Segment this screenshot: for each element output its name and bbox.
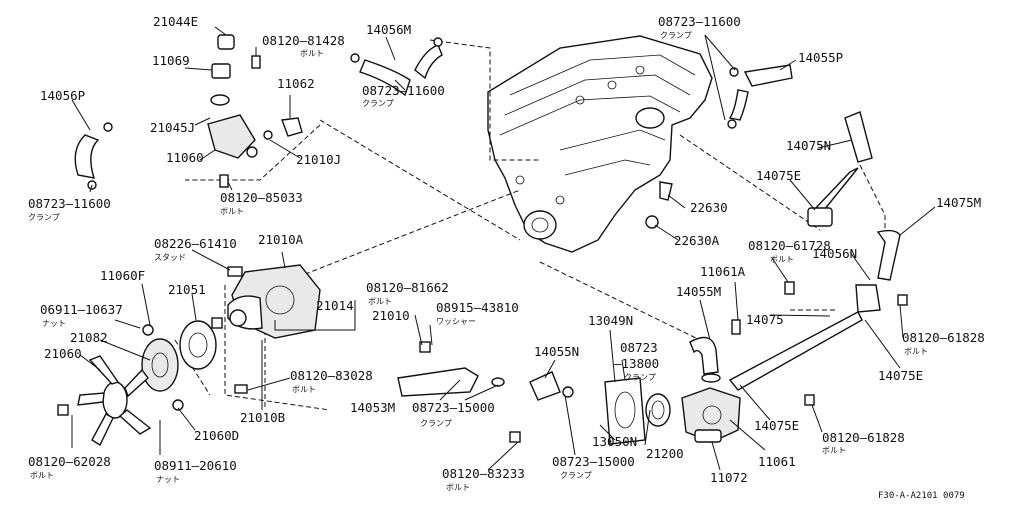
label-08120-61828-b: 08120–61828 [822,430,905,445]
label-08723-11600-c: 08723–11600 [658,14,741,29]
label-14056M: 14056M [366,22,411,37]
label-08120-83028: 08120–83028 [290,368,373,383]
label-clamp-c: クランプ [660,31,692,40]
label-21014: 21014 [316,298,354,313]
label-21060: 21060 [44,346,82,361]
label-14055P: 14055P [798,50,843,65]
label-clamp-b: クランプ [362,99,394,108]
label-14056N: 14056N [812,246,857,261]
label-clamp-f: クランプ [560,471,592,480]
label-bolt-f: ボルト [368,297,392,306]
label-13800: –13800 [614,356,659,371]
label-bolt-c: ボルト [770,255,794,264]
label-08915-43810: 08915–43810 [436,300,519,315]
label-08911-20610: 08911–20610 [154,458,237,473]
label-21010: 21010 [372,308,410,323]
label-22630A: 22630A [674,233,720,248]
label-22630: 22630 [690,200,728,215]
label-11061: 11061 [758,454,796,469]
label-bolt-d: ボルト [904,347,928,356]
label-bolt-b: ボルト [220,207,244,216]
label-08723-15000-a: 08723–15000 [412,400,495,415]
label-14075: 14075 [746,312,784,327]
label-08723-11600-a: 08723–11600 [28,196,111,211]
label-08120-61828-a: 08120–61828 [902,330,985,345]
label-11062: 11062 [277,76,315,91]
label-bolt-g: ボルト [292,385,316,394]
label-14075N: 14075N [786,138,831,153]
label-21044E: 21044E [153,14,198,29]
label-08120-83233: 08120–83233 [442,466,525,481]
label-21200: 21200 [646,446,684,461]
label-11069: 11069 [152,53,190,68]
label-14075E-b: 14075E [878,368,923,383]
label-14055M: 14055M [676,284,721,299]
label-11061A: 11061A [700,264,746,279]
label-11060: 11060 [166,150,204,165]
label-nut-a: ナット [42,319,66,328]
part-labels: 21044E 11069 14056P 21045J 11060 08723–1… [28,14,985,501]
label-08120-62028: 08120–62028 [28,454,111,469]
label-21060D: 21060D [194,428,239,443]
label-08120-61728: 08120–61728 [748,238,831,253]
label-bolt-h: ボルト [446,483,470,492]
label-13049N: 13049N [588,313,633,328]
label-11060F: 11060F [100,268,145,283]
label-13050N: 13050N [592,434,637,449]
label-08120-81428: 08120–81428 [262,33,345,48]
label-clamp-e: クランプ [420,419,452,428]
leader-lines [71,26,936,471]
parts [57,34,908,447]
label-11072: 11072 [710,470,748,485]
label-bolt-a: ボルト [300,49,324,58]
engine-intake-manifold [487,35,713,253]
label-14075M: 14075M [936,195,981,210]
label-21010J: 21010J [296,152,341,167]
label-21045J: 21045J [150,120,195,135]
label-21051: 21051 [168,282,206,297]
label-bolt-i: ボルト [30,471,54,480]
figure-code: F30-A-A2101 0079 [878,491,965,501]
label-21082: 21082 [70,330,108,345]
label-08723-15000-b: 08723–15000 [552,454,635,469]
label-14056P: 14056P [40,88,85,103]
label-14055N: 14055N [534,344,579,359]
label-clamp-d: クランプ [624,373,656,382]
label-14075E-a: 14075E [756,168,801,183]
label-washer: ワッシャー [436,317,476,326]
label-08723: 08723 [620,340,658,355]
label-08226-61410: 08226–61410 [154,236,237,251]
label-08120-81662: 08120–81662 [366,280,449,295]
label-06911-10637: 06911–10637 [40,302,123,317]
label-14053M: 14053M [350,400,395,415]
label-08120-85033: 08120–85033 [220,190,303,205]
cooling-fan [77,355,152,447]
label-08723-11600-b: 08723–11600 [362,83,445,98]
label-nut-b: ナット [156,475,180,484]
label-stud: スタッド [154,253,186,262]
label-14075E-c: 14075E [754,418,799,433]
label-bolt-e: ボルト [822,446,846,455]
label-clamp-a: クランプ [28,213,60,222]
label-21010A: 21010A [258,232,304,247]
label-21010B: 21010B [240,410,285,425]
